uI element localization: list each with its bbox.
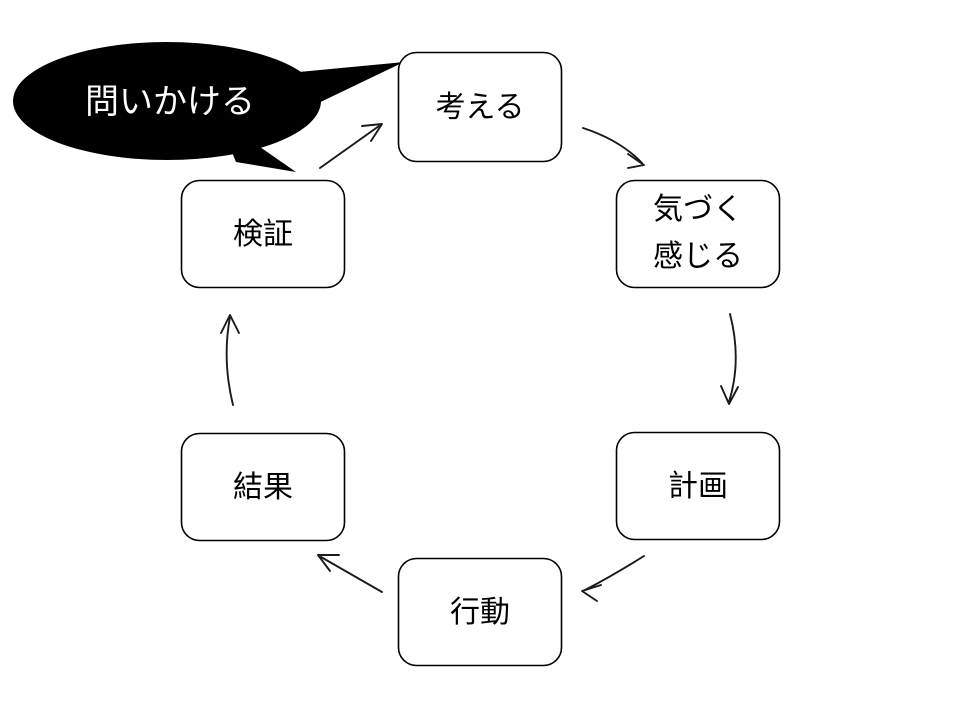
node-kekka-label: 結果 xyxy=(233,471,293,504)
node-kidzuku-box xyxy=(615,179,781,289)
node-keikaku-box xyxy=(615,431,781,541)
arrow-kidzuku-to-keikaku xyxy=(720,313,739,405)
node-kekka-box xyxy=(180,432,346,542)
node-koudou[interactable]: 行動 xyxy=(397,557,563,667)
node-kenshou-box xyxy=(180,179,346,289)
node-koudou-box xyxy=(397,557,563,667)
node-koudou-label: 行動 xyxy=(450,596,510,629)
node-keikaku[interactable]: 計画 xyxy=(615,431,781,541)
arrow-kekka-to-kenshou xyxy=(220,314,240,406)
arrow-keikaku-to-koudou xyxy=(581,555,645,602)
callout-label: 問いかける xyxy=(85,83,255,121)
node-kangaeru-label: 考える xyxy=(435,91,524,124)
arrow-kangaeru-to-kidzuku xyxy=(582,127,645,169)
node-kenshou[interactable]: 検証 xyxy=(180,179,346,289)
node-kenshou-label: 検証 xyxy=(233,218,293,251)
arrow-kenshou-to-kangaeru xyxy=(319,123,383,169)
node-kidzuku[interactable]: 気づく 感じる xyxy=(615,179,781,289)
callout-bubble[interactable]: 問いかける xyxy=(13,42,404,172)
callout-ellipse xyxy=(13,42,321,160)
node-kidzuku-label-line2: 感じる xyxy=(653,240,743,273)
node-kangaeru[interactable]: 考える xyxy=(397,51,563,163)
node-kidzuku-label-line1: 気づく xyxy=(653,193,743,226)
arrow-koudou-to-kekka xyxy=(317,554,383,593)
node-keikaku-label: 計画 xyxy=(668,470,728,503)
node-kangaeru-box xyxy=(397,51,563,163)
node-kekka[interactable]: 結果 xyxy=(180,432,346,542)
